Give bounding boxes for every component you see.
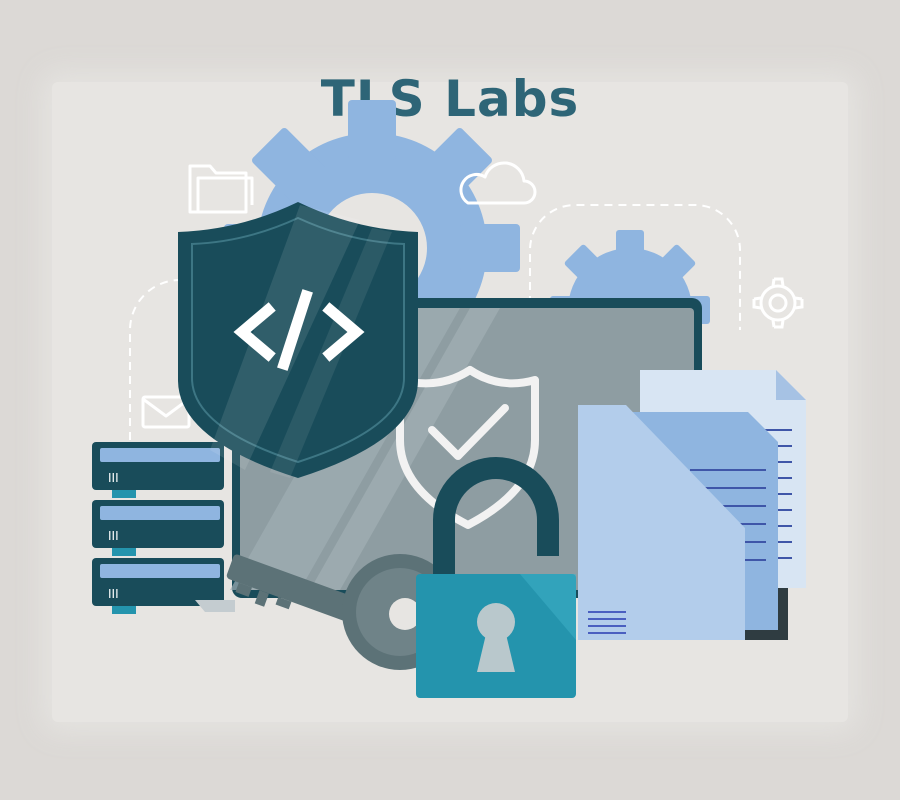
settings-gear-icon [752, 277, 804, 329]
folder-icon [188, 164, 254, 214]
documents-icon [578, 370, 806, 640]
svg-text:III: III [108, 587, 119, 601]
checkmark-shield-icon [396, 366, 539, 529]
svg-text:III: III [108, 471, 119, 485]
svg-text:III: III [108, 529, 119, 543]
dashed-outlines [129, 204, 741, 440]
code-shield-icon [178, 202, 418, 478]
padlock-icon [416, 457, 576, 698]
mail-icon [141, 395, 191, 429]
cloud-icon [459, 161, 537, 205]
server-rack-icon: III III III [92, 442, 224, 614]
